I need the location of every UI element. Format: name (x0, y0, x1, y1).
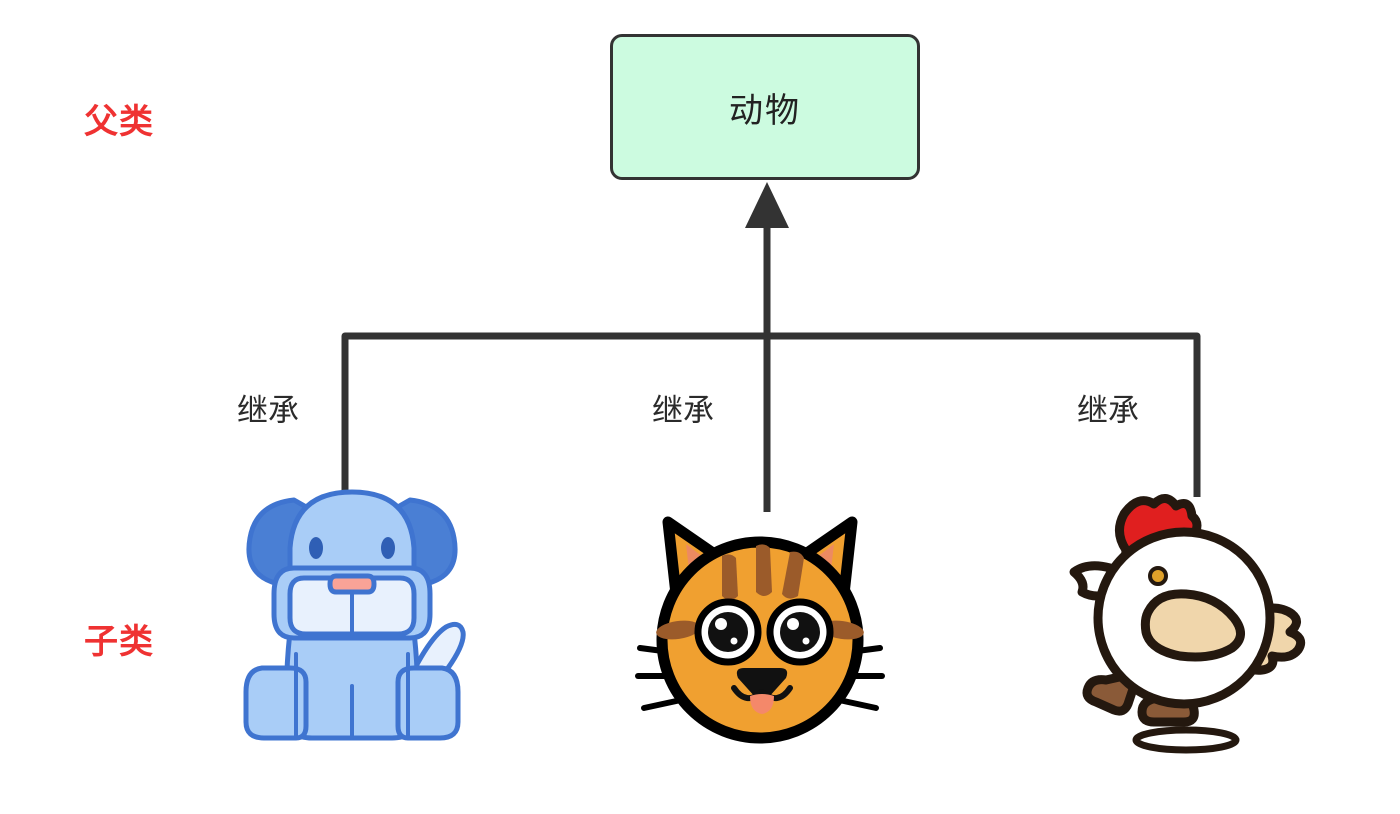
parent-class-box[interactable]: 动物 (610, 34, 920, 180)
subclass-node-chicken[interactable] (1062, 490, 1314, 758)
subclass-node-dog[interactable] (232, 486, 472, 748)
inheritance-bus-line (341, 332, 1201, 497)
edge-label-inherit-3: 继承 (1077, 393, 1139, 428)
parent-class-label: 动物 (729, 91, 801, 130)
row-label-parent-class: 父类 (84, 103, 154, 141)
edge-label-inherit-1: 继承 (237, 393, 299, 428)
row-label-subclass: 子类 (84, 623, 154, 661)
subclass-node-cat[interactable] (634, 500, 886, 746)
inheritance-arrowhead (745, 182, 789, 228)
cat-icon (635, 516, 885, 744)
dog-icon (243, 489, 466, 741)
edge-label-inherit-2: 继承 (652, 393, 714, 428)
chicken-icon (1069, 494, 1306, 754)
